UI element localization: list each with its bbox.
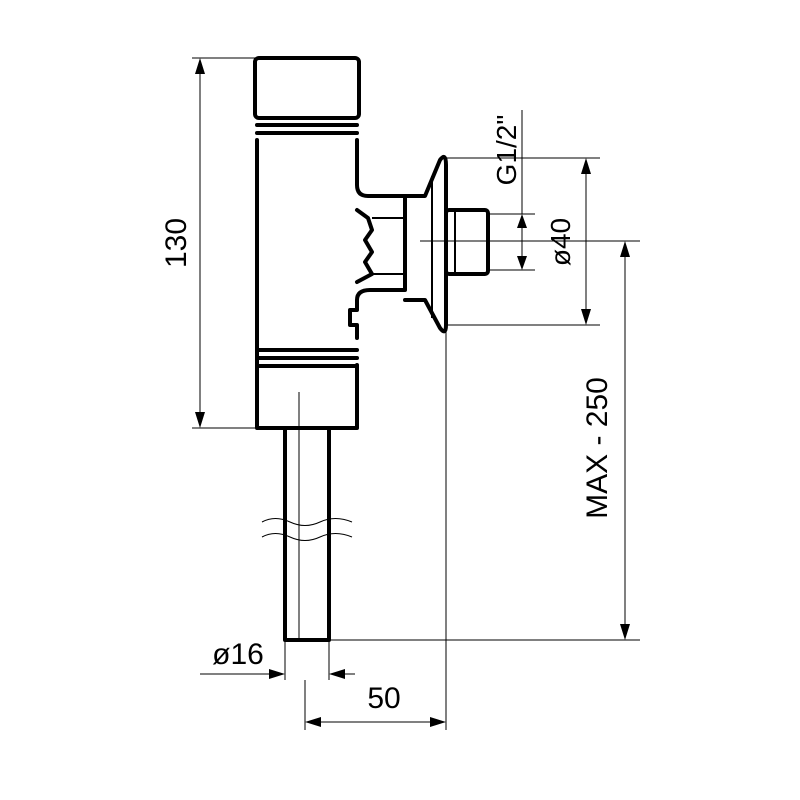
dim-label-thread: G1/2" (491, 115, 522, 186)
outlet-thread (355, 208, 374, 284)
pipe-outline (283, 428, 331, 642)
arrow-head (581, 158, 591, 174)
dimension-height: 130 (160, 58, 205, 428)
dimension-max-length: MAX - 250 (581, 241, 630, 640)
push-button-cap (253, 56, 361, 120)
down-pipe (261, 392, 353, 642)
valve-body (253, 56, 407, 430)
dim-label-height: 130 (160, 218, 193, 268)
dim-label-offset: 50 (367, 682, 400, 715)
dim-label-pipe-diameter: ø16 (212, 638, 264, 671)
arrow-head (620, 241, 630, 257)
extension-lines (192, 57, 640, 730)
dimension-thread: G1/2" (491, 110, 523, 214)
dim-label-max-length: MAX - 250 (581, 377, 614, 519)
dimension-pipe-diameter: ø16 (200, 638, 355, 679)
arrow-head (195, 412, 205, 428)
dimension-flange (581, 158, 591, 325)
body-cylinder-outline (255, 138, 359, 430)
connection-nipple (444, 208, 490, 276)
dim-label-flange-diameter: ø40 (545, 218, 576, 266)
arrow-head (620, 624, 630, 640)
break-mark (261, 518, 353, 526)
dimension-offset: 50 (305, 682, 446, 727)
arrow-head (195, 58, 205, 74)
arrow-head (517, 256, 527, 270)
arrow-head (517, 214, 527, 228)
arrow-head (329, 669, 345, 679)
side-outlet-body (348, 194, 407, 340)
flange-outline (403, 154, 448, 334)
break-mark (261, 533, 353, 541)
body-upper-right (355, 138, 407, 198)
dimension-nipple: ø40 (517, 214, 576, 270)
arrow-head (305, 717, 321, 727)
wall-flange (403, 154, 490, 334)
arrow-head (430, 717, 446, 727)
arrow-head (581, 309, 591, 325)
arrow-head (269, 669, 285, 679)
